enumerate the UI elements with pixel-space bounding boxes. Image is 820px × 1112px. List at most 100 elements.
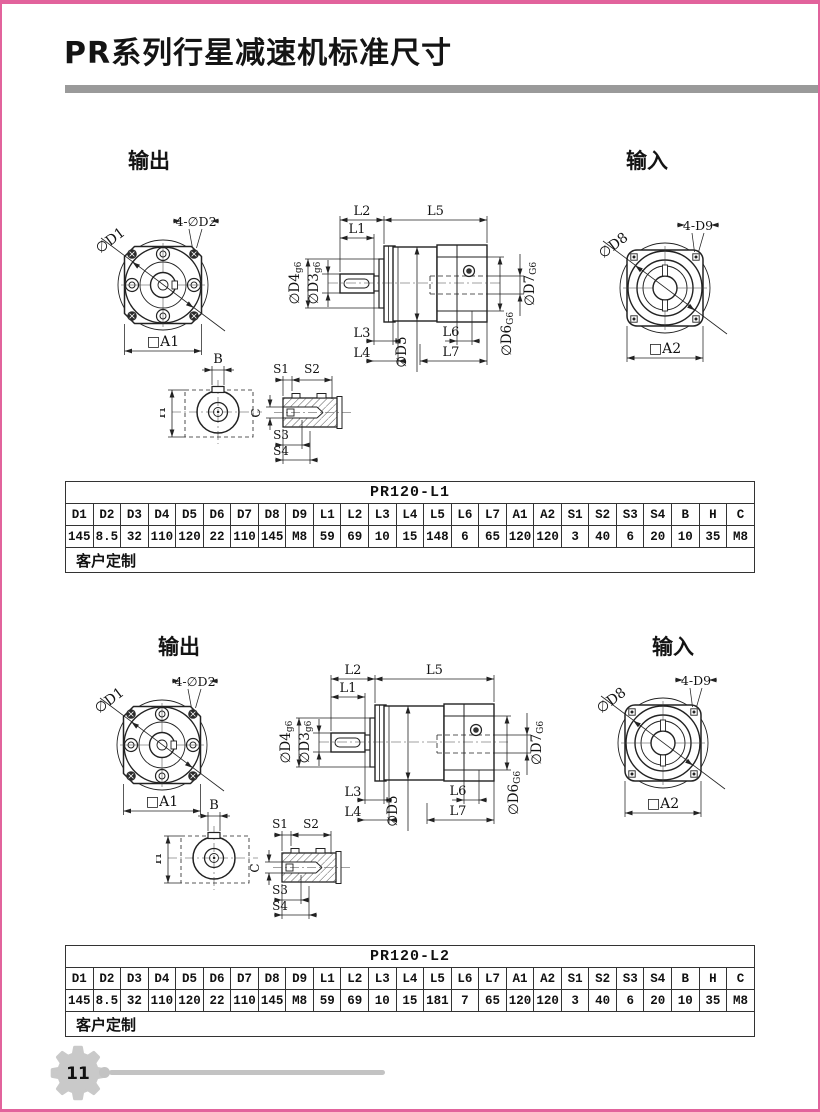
table-value-cell: 181 (423, 989, 452, 1012)
table-value-cell: 69 (340, 525, 370, 548)
dim-label-d5: ∅D5 (394, 336, 410, 367)
table-header-cell: L6 (450, 503, 480, 526)
table-header-cell: D7 (230, 967, 259, 990)
table-value-cell: 120 (533, 525, 562, 548)
output-view-label: 输出 (128, 149, 170, 173)
table-value-cell: 59 (312, 525, 342, 548)
table-header-cell: S4 (643, 503, 673, 526)
dim-label-s2: S2 (303, 817, 319, 831)
page-border-bottom (0, 1109, 820, 1112)
table-header-cell: D8 (257, 503, 287, 526)
input-view-label: 输入 (626, 149, 668, 173)
table-header-cell: S2 (588, 967, 617, 990)
footer-rule-line (109, 1070, 385, 1075)
dim-label-d1: ∅D1 (93, 225, 128, 257)
table-header-cell: S3 (615, 503, 645, 526)
table-header-cell: S2 (588, 503, 617, 526)
table-value-cell: 120 (505, 989, 535, 1012)
table-title: PR120-L1 (65, 481, 755, 504)
output-flange-drawing: ∅D14-∅D2□A1 (93, 214, 226, 355)
table-header-cell: D5 (175, 967, 204, 990)
dim-label-l2: L2 (354, 204, 371, 219)
input-flange-drawing: ∅D84-D9□A2 (596, 218, 728, 362)
dim-label-l5: L5 (427, 204, 444, 219)
table-header-cell: C (726, 967, 755, 990)
table-value-cell: 110 (147, 525, 177, 548)
table-header-cell: L2 (340, 967, 370, 990)
table-value-cell: 59 (312, 989, 342, 1012)
table-value-cell: 22 (202, 525, 232, 548)
table-value-cell: 22 (202, 989, 232, 1012)
table-value-cell: 110 (230, 989, 259, 1012)
table-note: 客户定制 (65, 1011, 755, 1037)
table-value-cell: 40 (588, 989, 617, 1012)
table-value-cell: 7 (450, 989, 480, 1012)
table-value-cell: 3 (560, 989, 590, 1012)
page-border-right (818, 0, 820, 1112)
title-underline-bar (65, 85, 820, 93)
drawing-key-end-view-2: BH (150, 798, 266, 898)
dim-label-l5: L5 (426, 663, 443, 678)
table-header-cell: D4 (147, 503, 177, 526)
dim-label-h: H (156, 853, 165, 864)
dim-label-s3: S3 (273, 428, 289, 442)
page-number: 11 (66, 1064, 90, 1084)
dim-label-l7: L7 (443, 345, 460, 360)
page-border-top (0, 0, 820, 4)
dim-label-s1: S1 (273, 362, 289, 376)
table-value-cell: 8.5 (92, 989, 122, 1012)
table-header-cell: S4 (643, 967, 673, 990)
table-value-cell: 120 (533, 989, 562, 1012)
table-value-cell: 145 (257, 989, 287, 1012)
dim-label-l7: L7 (450, 804, 467, 819)
table-value-cell: 145 (65, 989, 94, 1012)
table-value-cell: 10 (671, 525, 700, 548)
table-value-cell: 32 (120, 525, 149, 548)
dim-label-d9: 4-D9 (683, 218, 713, 233)
dim-label-l3: L3 (345, 785, 362, 800)
input-flange-drawing: ∅D84-D9□A2 (594, 673, 726, 817)
dim-label-d2: 4-∅D2 (175, 214, 216, 229)
footer-dot (99, 1067, 110, 1078)
table-header-cell: D4 (147, 967, 177, 990)
table-header-cell: D2 (92, 967, 122, 990)
table-header-cell: L7 (478, 967, 507, 990)
table-value-cell: 120 (175, 989, 204, 1012)
table-value-cell: 145 (257, 525, 287, 548)
table-header-cell: L1 (312, 503, 342, 526)
dim-label-d7: ∅D7G6 (529, 721, 546, 765)
table-header-cell: S1 (560, 503, 590, 526)
dim-label-d8: ∅D8 (596, 230, 631, 262)
table-header-cell: A1 (505, 967, 535, 990)
table-value-cell: 3 (560, 525, 590, 548)
table-value-cell: 65 (478, 525, 507, 548)
table-header-cell: D2 (92, 503, 122, 526)
table-header-cell: L4 (395, 503, 425, 526)
dim-label-c: C (249, 863, 262, 872)
page-title: PR系列行星减速机标准尺寸 (64, 36, 453, 71)
table-value-cell: 6 (450, 525, 480, 548)
table-value-cell: 145 (65, 525, 94, 548)
table-value-cell: 20 (643, 525, 673, 548)
output-flange-drawing: ∅D14-∅D2□A1 (92, 674, 225, 815)
dim-label-d6: ∅D6G6 (506, 771, 523, 815)
table-value-cell: 120 (175, 525, 204, 548)
table-value-cell: 8.5 (92, 525, 122, 548)
table-header-cell: D1 (65, 503, 94, 526)
table-note: 客户定制 (65, 547, 755, 573)
dim-label-s3: S3 (272, 883, 288, 897)
table-header-cell: S1 (560, 967, 590, 990)
output-view-label-2: 输出 (158, 635, 200, 659)
shaft-key-end-drawing: BH (154, 352, 262, 444)
